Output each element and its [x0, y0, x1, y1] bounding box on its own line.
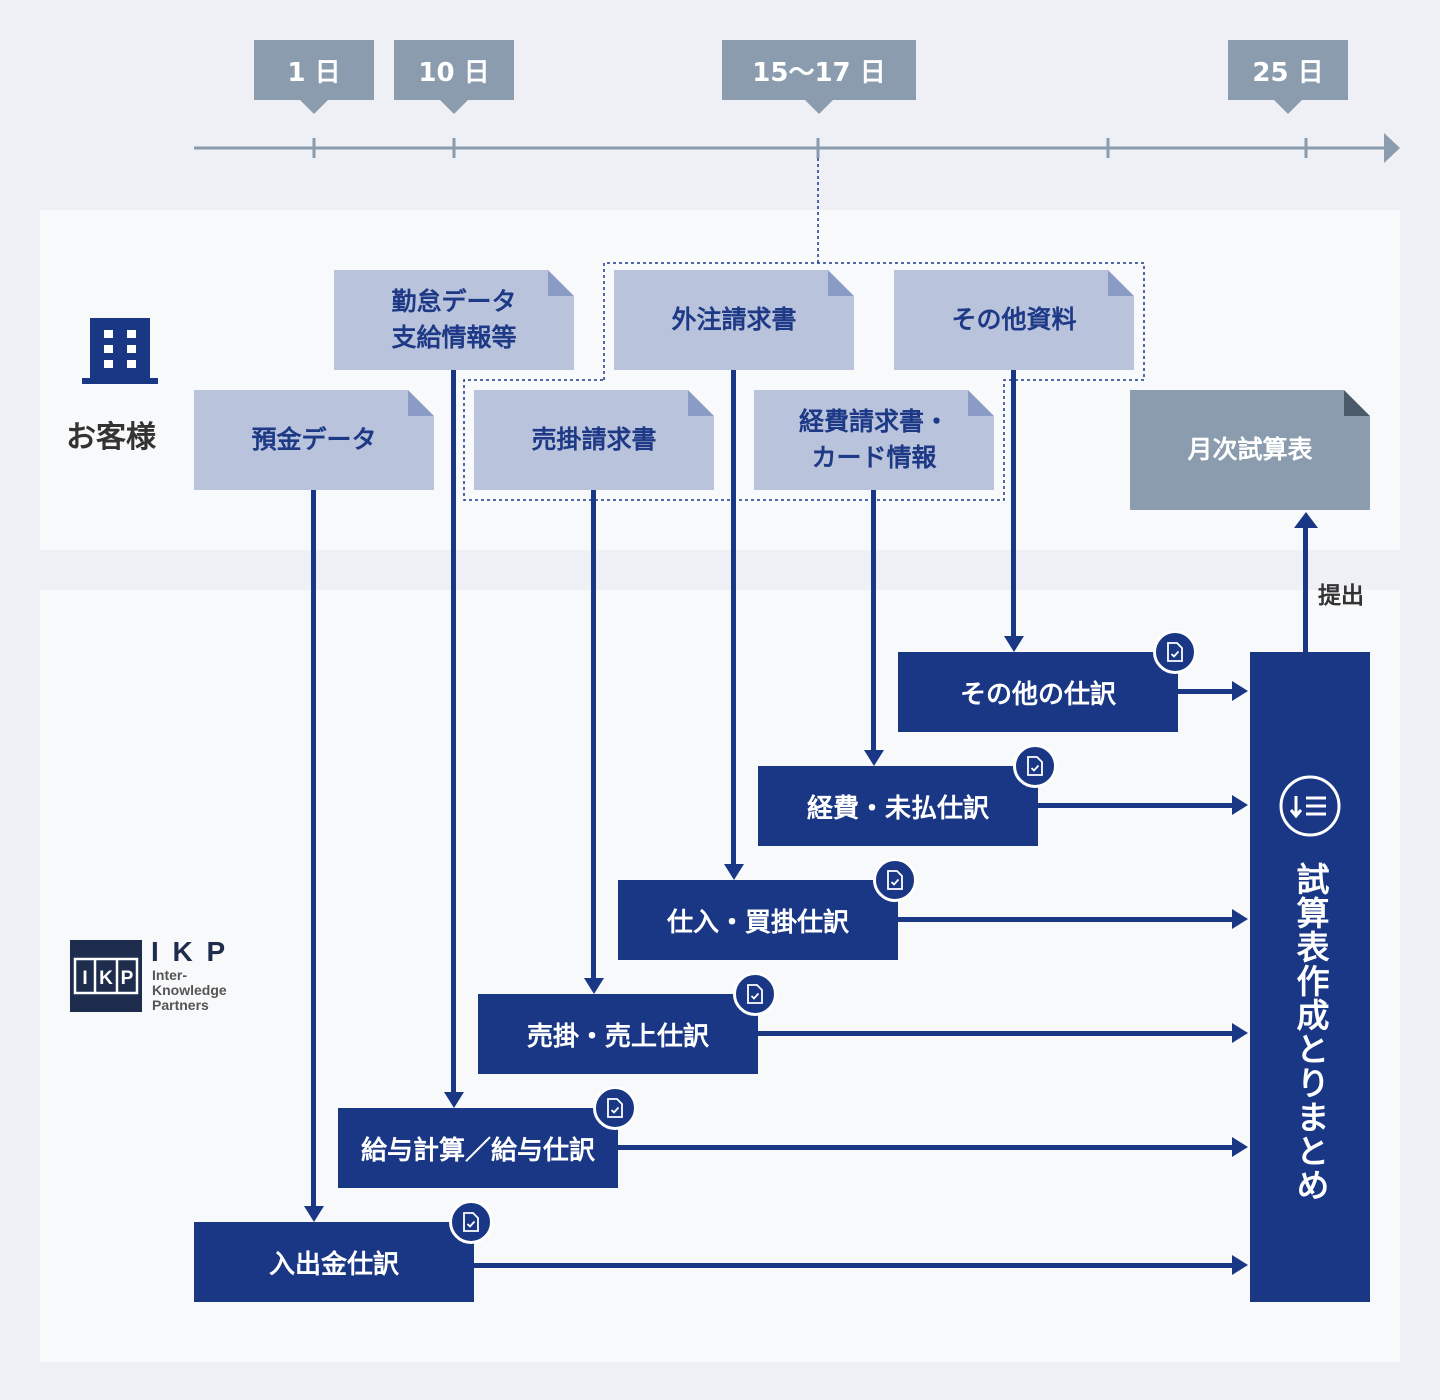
submit-label: 提出 — [1318, 583, 1364, 609]
arrow-right-journal-payroll — [1232, 1137, 1248, 1157]
flow-line-deposit — [311, 490, 316, 1210]
flow-line-journal-cash — [474, 1263, 1236, 1268]
file-check-icon — [873, 858, 917, 902]
journal-cash: 入出金仕訳 — [194, 1222, 474, 1302]
file-check-icon — [449, 1200, 493, 1244]
journal-payroll: 給与計算／給与仕訳 — [338, 1108, 618, 1188]
customer-label: お客様 — [66, 420, 156, 455]
arrow-right-journal-purchase — [1232, 909, 1248, 929]
flow-line-journal-payroll — [618, 1145, 1236, 1150]
summary-label: 試算表作成とりまとめ — [1291, 862, 1330, 1202]
arrow-down-other — [1004, 636, 1024, 652]
ikp-logo-mark: I K P — [70, 940, 142, 1012]
file-check-icon — [593, 1086, 637, 1130]
flow-line-journal-sales — [758, 1031, 1236, 1036]
doc-other-materials: その他資料 — [894, 270, 1134, 370]
day-badge-25: 25 日 — [1228, 40, 1348, 114]
svg-text:K: K — [99, 968, 113, 989]
flow-line-outsourcing — [731, 370, 736, 868]
journal-sales: 売掛・売上仕訳 — [478, 994, 758, 1074]
submit-arrow — [1294, 512, 1318, 528]
file-check-icon — [1153, 630, 1197, 674]
svg-text:I: I — [82, 968, 87, 989]
sort-list-icon — [1279, 775, 1341, 837]
doc-outsourcing-invoice: 外注請求書 — [614, 270, 854, 370]
timeline-axis — [194, 133, 1400, 163]
arrow-right-journal-cash — [1232, 1255, 1248, 1275]
file-check-icon — [1013, 744, 1057, 788]
arrow-right-journal-sales — [1232, 1023, 1248, 1043]
flow-line-other — [1011, 370, 1016, 640]
flow-line-journal-other — [1178, 689, 1236, 694]
flow-line-sales — [591, 490, 596, 982]
arrow-down-deposit — [304, 1206, 324, 1222]
flow-line-journal-purchase — [898, 917, 1236, 922]
flow-line-expense — [871, 490, 876, 754]
doc-expense-invoice: 経費請求書・ カード情報 — [754, 390, 994, 490]
day-badge-1: 1 日 — [254, 40, 374, 114]
ikp-name-line-1: Inter- — [152, 967, 187, 983]
building-icon — [82, 318, 158, 384]
arrow-down-expense — [864, 750, 884, 766]
arrow-down-sales — [584, 978, 604, 994]
ikp-company-name: Inter- Knowledge Partners — [152, 968, 227, 1013]
ikp-name-line-3: Partners — [152, 997, 209, 1013]
ikp-logo-letters: I K P — [151, 936, 229, 967]
journal-purchase: 仕入・買掛仕訳 — [618, 880, 898, 960]
doc-monthly-trial-balance: 月次試算表 — [1130, 390, 1370, 510]
file-check-icon — [733, 972, 777, 1016]
dotted-grouping — [463, 158, 1145, 501]
journal-expense: 経費・未払仕訳 — [758, 766, 1038, 846]
ikp-name-line-2: Knowledge — [152, 982, 227, 998]
doc-deposit: 預金データ — [194, 390, 434, 490]
arrow-right-journal-expense — [1232, 795, 1248, 815]
svg-text:P: P — [121, 968, 134, 989]
doc-sales-invoice: 売掛請求書 — [474, 390, 714, 490]
summary-box: 試算表作成とりまとめ — [1250, 652, 1370, 1302]
arrow-down-outsourcing — [724, 864, 744, 880]
day-badge-15-17: 15〜17 日 — [722, 40, 916, 114]
doc-attendance: 勤怠データ 支給情報等 — [334, 270, 574, 370]
arrow-down-attendance — [444, 1092, 464, 1108]
flow-line-attendance — [451, 370, 456, 1096]
arrow-right-journal-other — [1232, 681, 1248, 701]
journal-other: その他の仕訳 — [898, 652, 1178, 732]
submit-line — [1303, 526, 1308, 652]
day-badge-10: 10 日 — [394, 40, 514, 114]
flow-line-journal-expense — [1038, 803, 1236, 808]
